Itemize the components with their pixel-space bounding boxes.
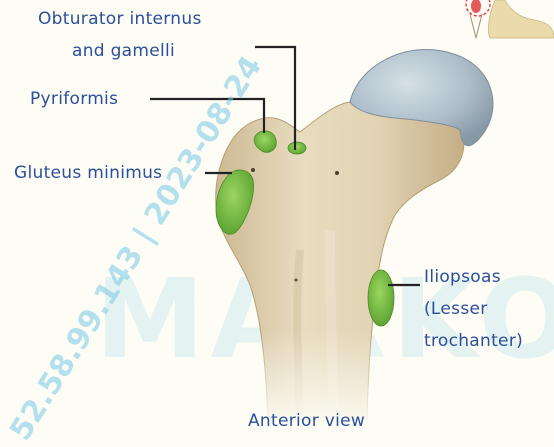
iliopsoas-label-line2: (Lesser bbox=[424, 296, 488, 322]
obturator-attachment bbox=[288, 142, 306, 154]
iliopsoas-label-line3: trochanter) bbox=[424, 328, 523, 354]
pyriformis-label: Pyriformis bbox=[30, 86, 118, 112]
inset-thumbnail bbox=[466, 0, 554, 38]
iliopsoas-label-line1: Iliopsoas bbox=[424, 264, 501, 290]
view-caption: Anterior view bbox=[248, 408, 365, 434]
diagram-canvas: MARKO bbox=[0, 0, 554, 438]
obturator-label-line1: Obturator internus bbox=[38, 6, 202, 32]
femur-illustration bbox=[0, 0, 554, 438]
iliopsoas-attachment bbox=[368, 270, 394, 326]
gluteus-minimus-label: Gluteus minimus bbox=[14, 160, 162, 186]
obturator-label-line2: and gamelli bbox=[72, 38, 175, 64]
